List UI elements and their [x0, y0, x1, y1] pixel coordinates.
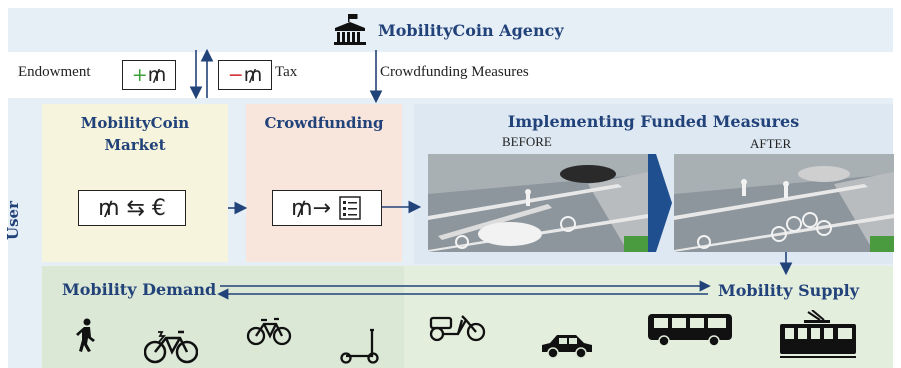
bicycle-icon	[246, 316, 292, 350]
after-street-image	[674, 154, 894, 252]
tax-coin-box: −₥	[218, 60, 272, 90]
minus-sign: −	[227, 64, 244, 86]
before-label: BEFORE	[502, 134, 552, 149]
after-label: AFTER	[750, 136, 792, 151]
plus-sign: +	[131, 64, 148, 86]
crowdfunding-symbol: ₥→	[291, 195, 331, 221]
scooter-icon	[340, 328, 380, 368]
tax-label: Tax	[275, 64, 298, 80]
endowment-coin-box: +₥	[122, 60, 176, 90]
pedestrian-icon	[76, 318, 96, 356]
checklist-icon	[339, 196, 361, 220]
implementing-title: Implementing Funded Measures	[507, 112, 800, 131]
market-title: MobilityCoin Market	[42, 112, 228, 156]
user-label: User	[4, 201, 22, 240]
bus-icon	[646, 312, 734, 352]
market-title-line1: MobilityCoin	[80, 114, 190, 132]
crowdfunding-title: Crowdfunding	[264, 114, 384, 132]
market-title-line2: Market	[104, 136, 166, 154]
before-after-chevron	[648, 154, 672, 256]
agency-title: MobilityCoin Agency	[378, 21, 564, 40]
mobility-supply-label: Mobility Supply	[718, 281, 859, 300]
mobility-demand-label: Mobility Demand	[62, 280, 217, 299]
ebike-icon	[143, 328, 199, 368]
crowdfunding-measures-label: Crowdfunding Measures	[380, 64, 529, 80]
agency-band	[8, 8, 893, 52]
exchange-box: ₥ ⇆ €	[78, 190, 186, 226]
tram-icon	[778, 309, 858, 366]
endowment-label: Endowment	[18, 64, 91, 80]
crowdfunding-panel	[246, 104, 402, 262]
building-icon	[332, 14, 368, 50]
market-panel	[42, 104, 228, 262]
crowdfunding-box: ₥→	[272, 190, 382, 226]
before-street-image	[428, 154, 648, 252]
car-icon	[538, 330, 596, 364]
coin-symbol: ₥	[147, 64, 167, 86]
cargo-bike-icon	[428, 312, 486, 346]
coin-symbol: ₥	[243, 64, 263, 86]
